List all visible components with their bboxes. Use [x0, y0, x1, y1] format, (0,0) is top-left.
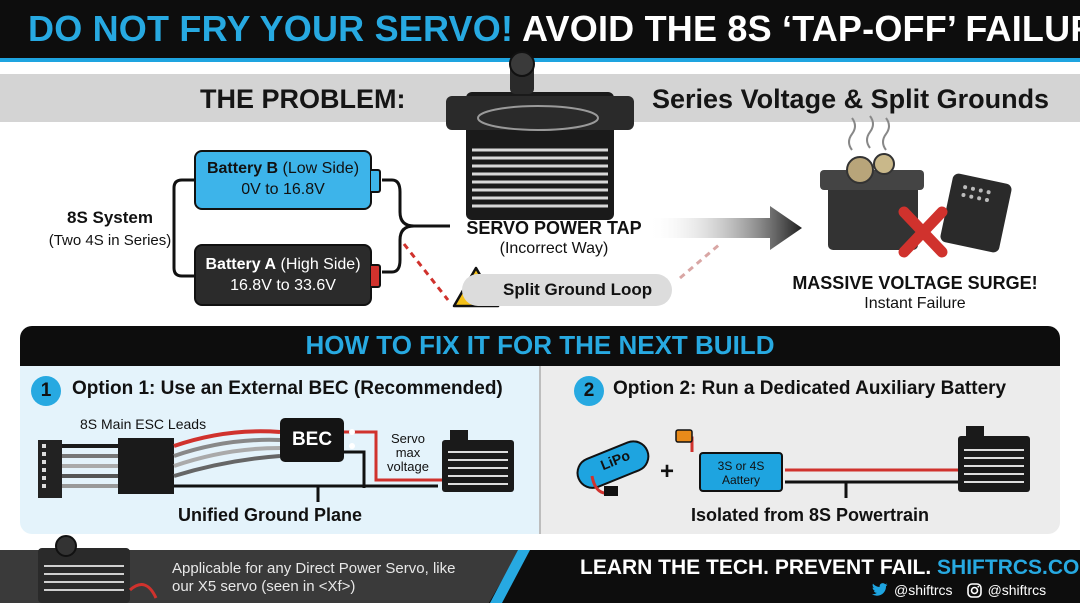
- title-accent-line: [0, 58, 1080, 62]
- title-part-1: DO NOT FRY YOUR SERVO!: [28, 8, 514, 49]
- twitter-handle[interactable]: @shiftrcs: [894, 582, 953, 598]
- system-bracket: [172, 178, 194, 278]
- problem-label: THE PROBLEM:: [200, 84, 406, 114]
- aux-battery: 3S or 4S Aattery: [699, 452, 783, 492]
- lipo-icon: [576, 440, 650, 489]
- receiver-icon: [940, 173, 1012, 253]
- arrow-icon: [648, 206, 802, 250]
- burnt-servo-icon: [820, 115, 924, 250]
- battery-b-range: 0V to 16.8V: [241, 181, 325, 198]
- bec-output-positive: [344, 430, 442, 482]
- servo-icon-option-1: [442, 430, 514, 492]
- tap-subtitle: (Incorrect Way): [499, 240, 609, 257]
- battery-a-range: 16.8V to 33.6V: [230, 277, 336, 294]
- title-bar: [0, 0, 1080, 62]
- unified-ground-label: Unified Ground Plane: [177, 505, 362, 525]
- footer-servo-icon: [38, 535, 158, 603]
- isolated-label: Isolated from 8S Powertrain: [690, 505, 930, 525]
- aux-connector: [675, 429, 693, 443]
- fix-header-title: HOW TO FIX IT FOR THE NEXT BUILD: [305, 330, 775, 360]
- option-2-number: 2: [574, 376, 604, 406]
- bec-box: BEC: [280, 418, 344, 462]
- twitter-icon: [872, 583, 888, 596]
- fix-header: HOW TO FIX IT FOR THE NEXT BUILD: [20, 326, 1060, 366]
- battery-a-side: (High Side): [280, 256, 361, 273]
- page-title: DO NOT FRY YOUR SERVO! AVOID THE 8S ‘TAP…: [28, 8, 1080, 50]
- x-mark-icon: [898, 206, 948, 258]
- servo-voltage-label: Servo max voltage: [387, 431, 429, 474]
- option-1-title: Option 1: Use an External BEC (Recommend…: [72, 378, 503, 399]
- esc-leads: [62, 444, 120, 488]
- esc-block: [118, 438, 174, 494]
- footer-cta-text: LEARN THE TECH. PREVENT FAIL.: [580, 556, 932, 579]
- esc-leads-label: 8S Main ESC Leads: [80, 416, 207, 432]
- ground-loop-dash-right: [679, 242, 721, 280]
- plus-sign: +: [660, 458, 675, 485]
- battery-b-side: (Low Side): [282, 160, 360, 177]
- option-divider: [539, 366, 541, 534]
- footer-cta: LEARN THE TECH. PREVENT FAIL. SHIFTRCS.C…: [580, 556, 1080, 580]
- battery-a: Battery A (High Side) 16.8V to 33.6V: [194, 244, 381, 306]
- battery-b-name: Battery B: [206, 160, 279, 177]
- problem-subtitle: Series Voltage & Split Grounds: [652, 84, 1050, 114]
- system-subtitle: (Two 4S in Series): [48, 232, 172, 249]
- bec-input-leads: [173, 429, 281, 478]
- ground-loop-dash-left: [402, 243, 450, 301]
- servo-icon: [446, 51, 634, 220]
- option-2-title: Option 2: Run a Dedicated Auxiliary Batt…: [613, 378, 1007, 399]
- instagram-handle[interactable]: @shiftrcs: [987, 582, 1047, 598]
- ground-loop-pill: [462, 274, 672, 306]
- bec-output-ground: [344, 450, 366, 488]
- battery-a-name: Battery A: [205, 256, 277, 273]
- title-part-2: AVOID THE 8S ‘TAP-OFF’ FAILURE.: [522, 8, 1080, 49]
- battery-b: Battery B (Low Side) 0V to 16.8V: [194, 150, 381, 210]
- lipo-plug: [604, 486, 618, 496]
- system-title: 8S System: [67, 208, 153, 227]
- option-1-number: 1: [31, 376, 61, 406]
- esc-connector: [38, 440, 62, 498]
- tap-title: SERVO POWER TAP: [466, 218, 642, 238]
- ground-loop-label: Split Ground Loop: [503, 280, 653, 299]
- footer-social: @shiftrcs @shiftrcs: [872, 582, 1046, 598]
- surge-subtitle: Instant Failure: [864, 295, 966, 312]
- instagram-icon: [966, 582, 982, 598]
- footer-url[interactable]: SHIFTRCS.COM: [937, 556, 1080, 579]
- battery-a-wire: [382, 224, 415, 274]
- servo-icon-option-2: [958, 426, 1030, 492]
- surge-title: MASSIVE VOLTAGE SURGE!: [792, 273, 1038, 293]
- footer-note: Applicable for any Direct Power Servo, l…: [172, 560, 456, 595]
